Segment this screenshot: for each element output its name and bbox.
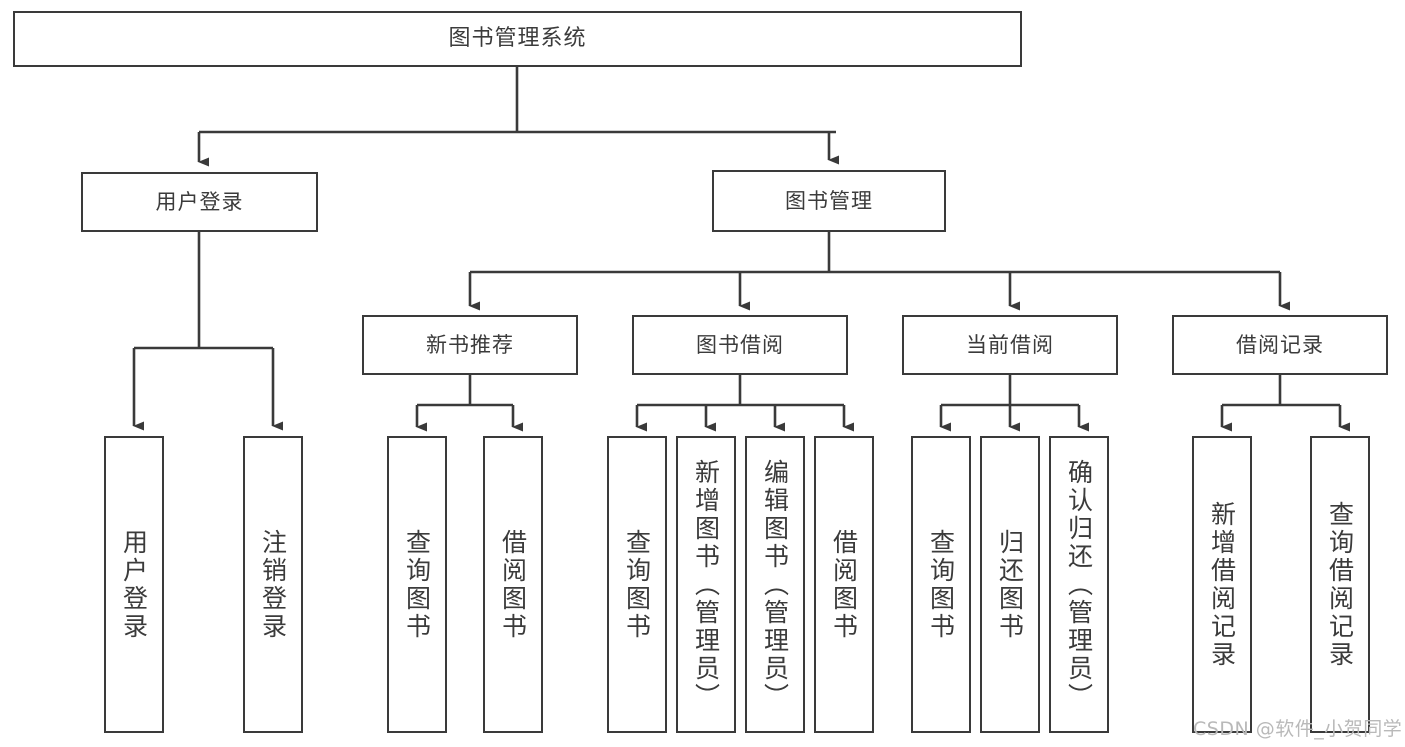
node-label: 用户登录: [119, 528, 149, 641]
node-label: 归还图书: [995, 528, 1025, 641]
node-label: 借阅图书: [829, 528, 859, 641]
leaf-add-borrow-record[interactable]: 新增借阅记录: [1192, 436, 1252, 733]
node-book-management[interactable]: 图书管理: [712, 170, 946, 232]
node-borrow-record[interactable]: 借阅记录: [1172, 315, 1388, 375]
leaf-borrow-book[interactable]: 借阅图书: [814, 436, 874, 733]
leaf-query-book-borrow[interactable]: 查询图书: [607, 436, 667, 733]
node-label: 图书借阅: [696, 332, 784, 357]
leaf-edit-book[interactable]: 编辑图书（管理员）: [745, 436, 805, 733]
leaf-query-book-new-recommend[interactable]: 查询图书: [387, 436, 447, 733]
leaf-query-book-current[interactable]: 查询图书: [911, 436, 971, 733]
node-label: 借阅图书: [498, 528, 528, 641]
node-label: 借阅记录: [1236, 332, 1324, 357]
node-current-borrow[interactable]: 当前借阅: [902, 315, 1118, 375]
node-label: 注销登录: [258, 528, 288, 641]
node-label: 编辑图书（管理员）: [760, 458, 790, 711]
node-label: 用户登录: [155, 189, 244, 214]
node-label: 查询图书: [622, 528, 652, 641]
node-label: 查询图书: [926, 528, 956, 641]
node-label: 新增借阅记录: [1207, 500, 1237, 669]
node-label: 当前借阅: [966, 332, 1054, 357]
leaf-return-book[interactable]: 归还图书: [980, 436, 1040, 733]
node-label: 查询借阅记录: [1325, 500, 1355, 669]
leaf-user-login[interactable]: 用户登录: [104, 436, 164, 733]
node-book-borrow[interactable]: 图书借阅: [632, 315, 848, 375]
leaf-logout-login[interactable]: 注销登录: [243, 436, 303, 733]
csdn-watermark: CSDN @软件_小贺同学: [1193, 718, 1403, 740]
node-label: 图书管理系统: [448, 26, 587, 52]
leaf-add-book[interactable]: 新增图书（管理员）: [676, 436, 736, 733]
leaf-borrow-book-new-recommend[interactable]: 借阅图书: [483, 436, 543, 733]
node-label: 图书管理: [785, 188, 873, 213]
node-label: 新书推荐: [426, 332, 514, 357]
node-root-system[interactable]: 图书管理系统: [13, 11, 1022, 67]
node-new-book-recommend[interactable]: 新书推荐: [362, 315, 578, 375]
node-label: 新增图书（管理员）: [691, 458, 721, 711]
node-label: 确认归还（管理员）: [1064, 458, 1094, 711]
leaf-confirm-return[interactable]: 确认归还（管理员）: [1049, 436, 1109, 733]
node-label: 查询图书: [402, 528, 432, 641]
node-user-login[interactable]: 用户登录: [81, 172, 318, 232]
leaf-query-borrow-record[interactable]: 查询借阅记录: [1310, 436, 1370, 733]
